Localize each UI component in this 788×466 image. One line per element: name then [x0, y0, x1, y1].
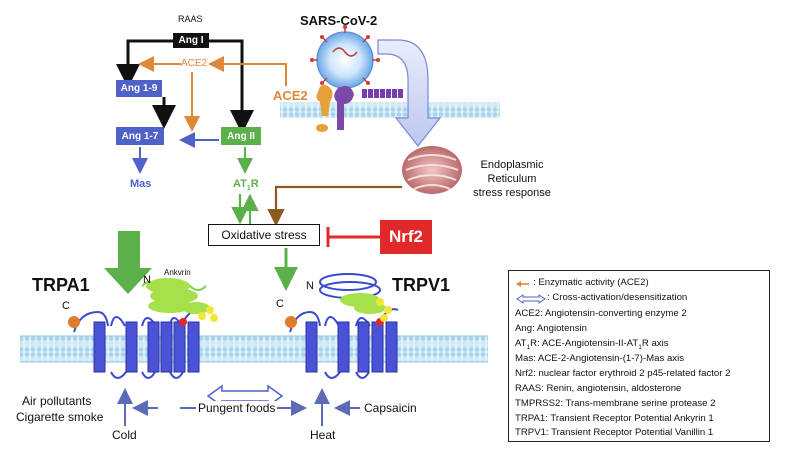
legend-tmprss2: TMPRSS2: Trans-membrane serine protease … [515, 398, 716, 409]
legend-ang: Ang: Angiotensin [515, 323, 588, 334]
legend-enzymatic: : Enzymatic activity (ACE2) [533, 277, 649, 288]
top-membrane [280, 102, 500, 118]
legend-trpv1: TRPV1: Transient Receptor Potential Vani… [515, 427, 714, 438]
ox-to-trpa1-arrow [104, 231, 210, 294]
ace2-receptor-icon [316, 84, 333, 132]
er-label: Endoplasmic Reticulum stress response [470, 158, 554, 200]
heat-label: Heat [310, 428, 336, 442]
legend-at1r-sub2: 1 [638, 343, 642, 351]
tmprss2-icon [334, 86, 354, 130]
at1r-label: AT1R [233, 178, 259, 192]
trpv1-n-label: N [306, 280, 314, 292]
trpv1-c-label: C [276, 298, 284, 310]
legend-raas: RAAS: Renin, angiotensin, aldosterone [515, 383, 682, 394]
legend-at1r-sub: 1 [526, 343, 531, 351]
legend-ace2: ACE2: Angiotensin-converting enzyme 2 [515, 308, 687, 319]
trpa1-c-label: C [62, 300, 70, 312]
legend-trpa1: TRPA1: Transient Receptor Potential Anky… [515, 413, 714, 424]
legend-cross: : Cross-activation/desensitization [547, 292, 688, 303]
at1r-r: R [250, 178, 259, 190]
nrf2-inhibition [326, 227, 380, 247]
er-line2: Reticulum [487, 173, 537, 185]
er-icon [402, 146, 462, 194]
ankyrin-label: Ankvrin [164, 268, 191, 277]
trpa1-channel [68, 308, 203, 379]
trpv1-coil-icon [319, 273, 392, 322]
ang1-to-ang2-line [207, 39, 254, 134]
pungent-foods-label: Pungent foods [196, 401, 278, 415]
oxidative-stress-box: Oxidative stress [208, 224, 320, 246]
legend-at1r-pre: AT [515, 338, 527, 349]
ang19-box: Ang 1-9 [116, 80, 162, 97]
trpa1-c-terminal-dot [68, 316, 80, 328]
cigarette-smoke-label: Cigarette smoke [16, 410, 104, 424]
ang1-box: Ang I [173, 33, 209, 48]
sars-cov2-title: SARS-CoV-2 [300, 13, 378, 28]
legend-double-arrow-icon [516, 294, 546, 304]
ang1-to-ang19-line [116, 39, 173, 88]
at1r-subscript: 1 [246, 185, 251, 193]
er-line1: Endoplasmic [480, 159, 544, 171]
legend-at1r-end: R axis [641, 338, 669, 349]
virus-to-er-arrow [377, 39, 442, 147]
ang2-box: Ang II [221, 127, 261, 145]
legend-nrf2: Nrf2: nuclear factor erythroid 2 p45-rel… [515, 368, 731, 379]
air-pollutants-label: Air pollutants [22, 394, 92, 408]
virus-ace2-label: ACE2 [273, 88, 308, 103]
legend-at1r-mid: R: ACE-Angiotensin-II-AT [530, 338, 639, 349]
er-to-ox-arrow [267, 185, 402, 227]
raas-pathway [116, 39, 287, 225]
legend-box: : Enzymatic activity (ACE2) : Cross-acti… [508, 270, 770, 442]
trpv1-channel [285, 308, 399, 379]
capsaicin-label: Capsaicin [364, 401, 417, 415]
trpv1-title: TRPV1 [392, 275, 451, 295]
cold-label: Cold [112, 428, 137, 442]
ang17-box: Ang 1-7 [116, 127, 164, 145]
spike-chain-icon [362, 89, 403, 98]
ankyrin-repeats-icon [141, 278, 218, 322]
legend-orange-arrow-icon [516, 281, 529, 287]
bottom-membrane [20, 336, 488, 362]
trpv1-c-terminal-dot [285, 316, 297, 328]
trpa1-title: TRPA1 [32, 275, 90, 295]
mas-label: Mas [130, 178, 152, 190]
trpa1-n-label: N [143, 274, 151, 286]
er-line3: stress response [473, 187, 551, 199]
nrf2-box: Nrf2 [380, 220, 432, 254]
raas-ace2-label: ACE2 [181, 58, 208, 69]
sars-ace2-to-raas-ace2 [208, 56, 287, 86]
legend-mas: Mas: ACE-2-Angiotensin-(1-7)-Mas axis [515, 353, 685, 364]
raas-title: RAAS [178, 14, 203, 24]
legend-at1r: AT1R: ACE-Angiotensin-II-AT1R axis [515, 338, 669, 351]
virus-particle [310, 25, 380, 95]
at1r-text: AT [233, 178, 247, 190]
